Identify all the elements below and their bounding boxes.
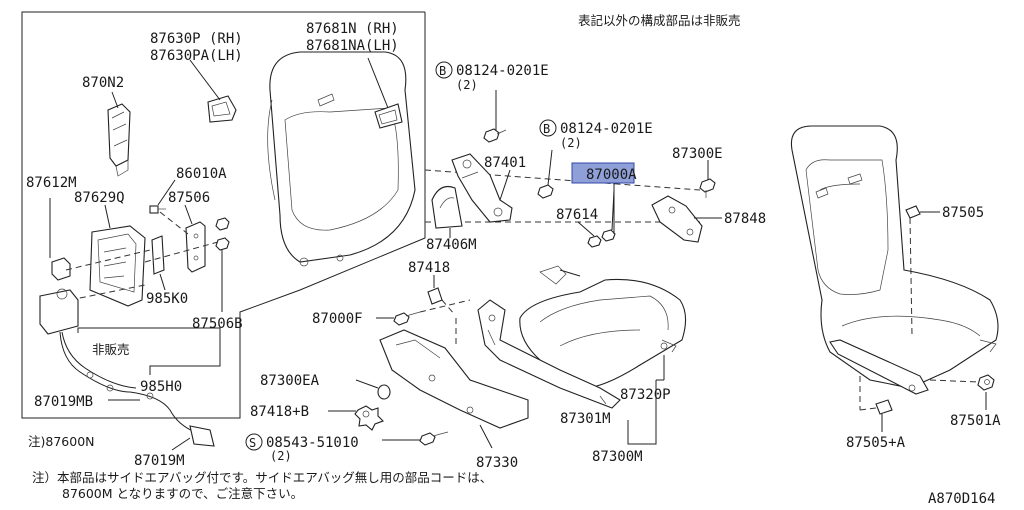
bolt-87300e[interactable] xyxy=(699,178,716,198)
clip-87505a[interactable] xyxy=(875,399,893,415)
bolt-87614[interactable] xyxy=(587,229,616,248)
circle-b-symbol-1: B xyxy=(435,61,453,79)
circle-s-symbol: S xyxy=(245,433,263,451)
label-985h0: 985H0 xyxy=(140,379,182,395)
bracket-87848[interactable] xyxy=(651,195,703,243)
wire-harness xyxy=(59,331,196,433)
label-87614: 87614 xyxy=(556,207,598,223)
seat-back-cover[interactable] xyxy=(267,51,416,267)
footnote-line-1: 注）本部品はサイドエアバッグ付です。サイドエアバッグ無し用の部品コードは、 xyxy=(32,470,492,485)
label-87630pa: 87630PA(LH) xyxy=(150,48,243,64)
footnote-line-2: 87600M となりますので、ご注意下さい。 xyxy=(62,486,303,501)
badge-87681n[interactable] xyxy=(374,103,403,129)
label-screw-08543: 08543-51010 xyxy=(266,435,359,451)
complete-seat-87300m[interactable] xyxy=(790,125,999,395)
label-87019m: 87019M xyxy=(134,453,185,469)
label-87505a: 87505+A xyxy=(846,435,906,451)
header-note: 表記以外の構成部品は非販売 xyxy=(578,13,741,28)
label-87681n: 87681N (RH) xyxy=(306,21,399,37)
bracket-87506[interactable] xyxy=(185,221,206,273)
label-985k0: 985K0 xyxy=(146,291,188,307)
label-87300ea: 87300EA xyxy=(260,373,320,389)
label-87300e: 87300E xyxy=(672,146,723,162)
screw-08543-51010[interactable] xyxy=(419,431,449,446)
svg-text:B: B xyxy=(439,64,446,78)
svg-text:B: B xyxy=(543,122,550,136)
label-87000a: 87000A xyxy=(586,167,637,183)
label-87406m: 87406M xyxy=(426,237,477,253)
side-finisher-87330[interactable] xyxy=(379,329,529,429)
connector-87612m[interactable] xyxy=(51,257,71,281)
bolt-86010a[interactable] xyxy=(149,205,166,214)
screw-87000f[interactable] xyxy=(393,311,421,326)
bolt-87501a[interactable] xyxy=(977,374,995,391)
diagram-code: A870D164 xyxy=(928,491,995,507)
sensor-unit-87019mb[interactable] xyxy=(39,288,79,335)
knob-87418b[interactable] xyxy=(354,405,384,431)
label-hihanbai: 非販売 xyxy=(92,342,130,357)
label-87681na: 87681NA(LH) xyxy=(306,38,399,54)
label-87401: 87401 xyxy=(484,155,526,171)
label-86010a: 86010A xyxy=(176,166,227,182)
label-87000f: 87000F xyxy=(312,311,363,327)
trim-87630p[interactable] xyxy=(207,95,237,123)
bolt-08124-0201e-lower[interactable] xyxy=(537,184,554,199)
seat-frame-87301m[interactable] xyxy=(477,265,677,409)
label-bolt-08124-upper-qty: (2) xyxy=(456,78,478,92)
label-870n2: 870N2 xyxy=(82,75,124,91)
circle-b-symbol-2: B xyxy=(539,119,557,137)
clip-87505[interactable] xyxy=(905,205,921,219)
label-87300m: 87300M xyxy=(592,449,643,465)
label-87612m: 87612M xyxy=(26,175,77,191)
label-87418b: 87418+B xyxy=(250,404,309,420)
label-87320p: 87320P xyxy=(620,387,671,403)
bracket-870n2[interactable] xyxy=(107,103,131,177)
label-87301m: 87301M xyxy=(560,411,611,427)
harness-connector[interactable] xyxy=(189,425,215,447)
cover-87406m[interactable] xyxy=(431,185,463,229)
label-87418: 87418 xyxy=(408,260,450,276)
label-87330: 87330 xyxy=(476,455,518,471)
label-87506b: 87506B xyxy=(192,316,243,332)
nut-87506b[interactable] xyxy=(215,217,230,251)
label-87600n: 注)87600N xyxy=(28,434,95,449)
label-87505: 87505 xyxy=(942,205,984,221)
label-bolt-08124-lower-qty: (2) xyxy=(560,136,582,150)
hinge-bracket-87401[interactable] xyxy=(451,153,513,223)
label-bolt-08124-upper: 08124-0201E xyxy=(456,63,549,79)
assembly-frame xyxy=(21,11,426,419)
label-87630p: 87630P (RH) xyxy=(150,31,243,47)
label-87019mb: 87019MB xyxy=(34,394,93,410)
label-screw-08543-qty: (2) xyxy=(270,449,292,463)
label-87506: 87506 xyxy=(168,190,210,206)
clip-87418[interactable] xyxy=(427,287,443,305)
bolt-08124-0201e-upper[interactable] xyxy=(483,128,507,143)
washer-87300ea[interactable] xyxy=(377,384,391,400)
plate-985k0[interactable] xyxy=(151,235,165,275)
label-bolt-08124-lower: 08124-0201E xyxy=(560,121,653,137)
label-87501a: 87501A xyxy=(950,413,1001,429)
selected-part-highlight[interactable] xyxy=(571,162,635,184)
airbag-module-87629q[interactable] xyxy=(89,225,146,307)
label-87848: 87848 xyxy=(724,211,766,227)
svg-text:S: S xyxy=(249,436,256,450)
label-87629q: 87629Q xyxy=(74,190,125,206)
